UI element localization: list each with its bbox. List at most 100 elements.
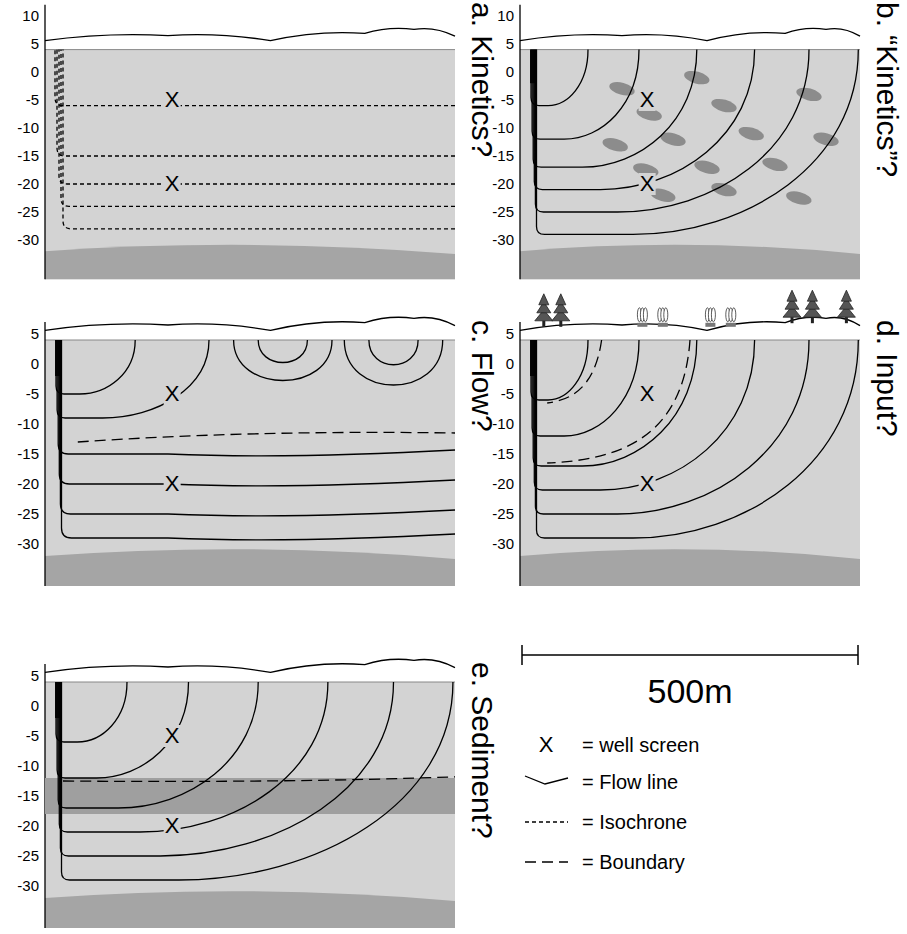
depth-tick-label: 10 — [474, 7, 514, 25]
well-screen-mark: X — [164, 89, 181, 111]
flow-line — [59, 340, 455, 486]
water-table — [45, 49, 455, 50]
depth-axis — [44, 5, 45, 279]
reactive-lens — [761, 155, 789, 173]
depth-tick-label: -15 — [0, 147, 39, 165]
depth-tick-label: 0 — [0, 697, 39, 715]
depth-tick-label: -5 — [474, 91, 514, 109]
depth-tick-label: -25 — [474, 203, 514, 221]
flow-line — [531, 340, 588, 400]
flow-line — [62, 340, 456, 540]
isochrone — [63, 50, 455, 229]
depth-tick-label: -10 — [0, 415, 39, 433]
reactive-lens — [693, 158, 721, 176]
scale-tick — [857, 645, 859, 665]
panel-title: b. “Kinetics”? — [870, 2, 904, 177]
panel-title: c. Flow? — [465, 320, 499, 432]
water-table — [45, 340, 455, 341]
ground-surface — [45, 28, 455, 40]
boundary-line — [63, 777, 455, 782]
depth-tick-label: -10 — [474, 415, 514, 433]
aquifer-base — [520, 245, 860, 279]
tree-symbol — [556, 294, 566, 305]
crop-base — [705, 323, 715, 327]
depth-tick-label: -5 — [0, 91, 39, 109]
aquifer — [45, 682, 455, 928]
depth-tick-label: 10 — [0, 7, 39, 25]
tree-symbol — [787, 290, 797, 301]
crop-symbol — [711, 308, 715, 322]
flow-line — [533, 340, 697, 466]
depth-tick-label: -30 — [0, 877, 39, 895]
scale-bar — [522, 645, 858, 665]
flow-line — [58, 340, 455, 456]
flow-line — [537, 340, 859, 538]
crop-symbol — [664, 308, 668, 322]
legend-samples — [525, 776, 568, 862]
depth-tick-label: 0 — [0, 63, 39, 81]
well-screen-mark: X — [164, 815, 181, 837]
depth-tick-label: -15 — [0, 787, 39, 805]
flow-line — [537, 50, 859, 235]
isochrone — [57, 50, 455, 156]
aquifer — [520, 340, 860, 586]
tree-symbol — [539, 294, 549, 305]
legend-text: = Boundary — [582, 850, 685, 874]
tree-trunk — [559, 321, 562, 327]
ground-surface — [45, 317, 455, 330]
reactive-lens — [683, 68, 711, 86]
reactive-lens — [601, 136, 629, 154]
scale-tick — [521, 645, 523, 665]
depth-tick-label: -15 — [474, 445, 514, 463]
depth-tick-label: -30 — [0, 231, 39, 249]
reactive-lens — [710, 96, 738, 114]
depth-tick-label: -5 — [0, 727, 39, 745]
depth-tick-label: -20 — [474, 475, 514, 493]
legend-text: = Flow line — [582, 770, 678, 794]
tree-trunk — [542, 321, 545, 327]
depth-tick-label: -10 — [0, 757, 39, 775]
well-screen-mark: X — [639, 89, 656, 111]
flow-line — [532, 50, 639, 140]
depth-tick-label: -5 — [474, 385, 514, 403]
depth-tick-label: 5 — [0, 667, 39, 685]
tree-trunk — [811, 317, 814, 323]
flow-line — [534, 340, 754, 490]
flow-line — [234, 340, 332, 381]
depth-tick-label: -20 — [0, 817, 39, 835]
flow-line — [58, 682, 258, 808]
flow-line-sample — [525, 776, 568, 784]
depth-tick-label: -15 — [0, 445, 39, 463]
depth-axis — [519, 322, 520, 586]
aquifer — [45, 50, 455, 280]
reactive-lens — [737, 124, 765, 142]
well-screen-mark: X — [164, 473, 181, 495]
depth-tick-label: 5 — [474, 325, 514, 343]
depth-tick-label: 5 — [474, 35, 514, 53]
isochrone — [59, 50, 455, 184]
tree-symbol — [807, 290, 817, 301]
boundary-sample — [525, 861, 568, 862]
depth-tick-label: -10 — [0, 119, 39, 137]
scale-line — [522, 654, 858, 656]
boundary-line — [547, 340, 601, 403]
flow-line — [57, 340, 209, 418]
depth-tick-label: -5 — [0, 385, 39, 403]
flow-line — [532, 340, 639, 436]
well-screen-mark: X — [639, 173, 656, 195]
depth-tick-label: -15 — [474, 147, 514, 165]
depth-tick-label: -25 — [0, 847, 39, 865]
depth-tick-label: 5 — [0, 325, 39, 343]
aquifer-base — [45, 549, 455, 586]
depth-tick-label: -25 — [0, 505, 39, 523]
flow-line — [344, 340, 442, 385]
flow-line — [369, 340, 418, 365]
flow-line — [533, 50, 697, 168]
tree-trunk — [791, 317, 794, 323]
well-screen-mark: X — [164, 725, 181, 747]
depth-tick-label: -25 — [474, 505, 514, 523]
aquifer — [45, 340, 455, 586]
well-screen-mark: X — [639, 383, 656, 405]
